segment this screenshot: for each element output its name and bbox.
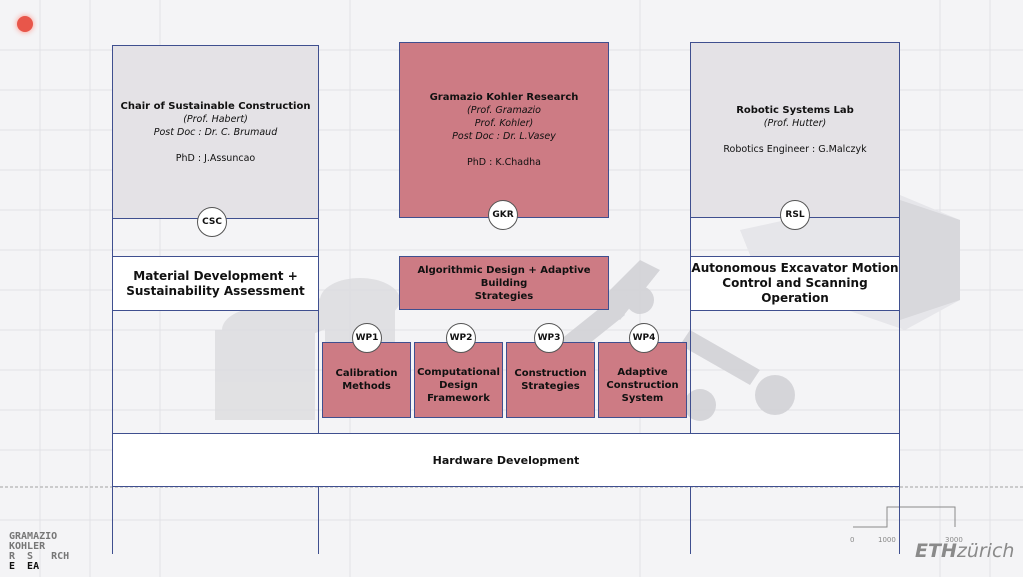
lab-name: Robotic Systems Lab bbox=[736, 105, 854, 116]
lab-box-rsl: Robotic Systems Lab (Prof. Hutter) Robot… bbox=[690, 42, 900, 218]
lab-prof: (Prof. Habert) bbox=[183, 113, 248, 125]
topic-line: Sustainability Assessment bbox=[126, 283, 305, 298]
gramazio-kohler-logo: GRAMAZIO KOHLER R S RCH E EA bbox=[9, 532, 69, 572]
wp-code-badge-wp3: WP3 bbox=[534, 323, 564, 353]
printed-wall-graphic bbox=[215, 278, 400, 420]
lab-postdoc: Post Doc : Dr. C. Brumaud bbox=[153, 126, 278, 138]
record-indicator-icon bbox=[17, 16, 33, 32]
wp-line: Construction bbox=[514, 368, 587, 379]
wp-line: Computational bbox=[417, 366, 500, 378]
lab-box-csc: Chair of Sustainable Construction (Prof.… bbox=[112, 45, 319, 219]
scale-label-1000: 1000 bbox=[878, 536, 896, 544]
lab-code-badge-rsl: RSL bbox=[780, 200, 810, 230]
topic-algorithmic-design: Algorithmic Design + Adaptive Building S… bbox=[399, 256, 609, 310]
lab-phd: PhD : J.Assuncao bbox=[175, 152, 256, 164]
column-line bbox=[899, 217, 900, 554]
work-package-box-wp4: Adaptive Construction System bbox=[598, 342, 687, 418]
hardware-label: Hardware Development bbox=[432, 453, 580, 467]
wp-code-badge-wp4: WP4 bbox=[629, 323, 659, 353]
column-line bbox=[318, 217, 319, 554]
topic-excavator-control: Autonomous Excavator Motion Control and … bbox=[690, 256, 900, 311]
wp-line: System bbox=[621, 392, 664, 404]
lab-prof: (Prof. Hutter) bbox=[763, 118, 827, 129]
scale-label-3000: 3000 bbox=[945, 536, 963, 544]
work-package-box-wp3: Construction Strategies bbox=[506, 342, 595, 418]
logo-line: R S RCH bbox=[9, 551, 70, 562]
scale-graph bbox=[853, 506, 956, 528]
lab-code-badge-gkr: GKR bbox=[488, 200, 518, 230]
lab-postdoc: Post Doc : Dr. L.Vasey bbox=[452, 131, 556, 142]
logo-line: GRAMAZIO bbox=[9, 531, 58, 542]
topic-line: Algorithmic Design + Adaptive Building bbox=[417, 264, 591, 289]
wp-line: Design bbox=[439, 379, 478, 391]
lab-prof: Prof. Kohler) bbox=[474, 118, 534, 129]
eth-logo-bold: ETH bbox=[915, 540, 957, 562]
wp-line: Adaptive bbox=[617, 366, 668, 378]
work-package-box-wp2: Computational Design Framework bbox=[414, 342, 503, 418]
wp-line: Methods bbox=[342, 381, 391, 392]
wp-code-badge-wp2: WP2 bbox=[446, 323, 476, 353]
lab-code-badge-csc: CSC bbox=[197, 207, 227, 237]
hardware-development-box: Hardware Development bbox=[112, 433, 900, 487]
eth-zurich-logo: ETHzürich bbox=[915, 540, 1014, 562]
logo-line: KOHLER bbox=[9, 541, 46, 552]
logo-line: E EA bbox=[9, 561, 40, 572]
lab-name: Chair of Sustainable Construction bbox=[120, 100, 311, 112]
lab-box-gkr: Gramazio Kohler Research (Prof. Gramazio… bbox=[399, 42, 609, 218]
lab-name: Gramazio Kohler Research bbox=[429, 92, 579, 103]
wp-line: Calibration bbox=[335, 368, 398, 379]
topic-line: Material Development + bbox=[133, 268, 298, 283]
column-line bbox=[112, 217, 113, 554]
lab-prof: (Prof. Gramazio bbox=[467, 105, 541, 116]
scale-label-0: 0 bbox=[850, 536, 855, 544]
topic-line: Autonomous Excavator Motion bbox=[691, 261, 899, 275]
lab-engineer: Robotics Engineer : G.Malczyk bbox=[723, 144, 867, 155]
wp-line: Framework bbox=[427, 392, 490, 404]
topic-line: Control and Scanning Operation bbox=[722, 276, 868, 305]
topic-material-development: Material Development + Sustainability As… bbox=[112, 256, 319, 311]
lab-phd: PhD : K.Chadha bbox=[467, 157, 541, 168]
excavator-graphic bbox=[560, 260, 795, 421]
wp-code-badge-wp1: WP1 bbox=[352, 323, 382, 353]
column-line bbox=[690, 217, 691, 554]
eth-logo-rest: zürich bbox=[956, 540, 1015, 562]
wp-line: Construction bbox=[606, 379, 679, 391]
topic-line: Strategies bbox=[474, 290, 534, 302]
work-package-box-wp1: Calibration Methods bbox=[322, 342, 411, 418]
wp-line: Strategies bbox=[521, 381, 580, 392]
